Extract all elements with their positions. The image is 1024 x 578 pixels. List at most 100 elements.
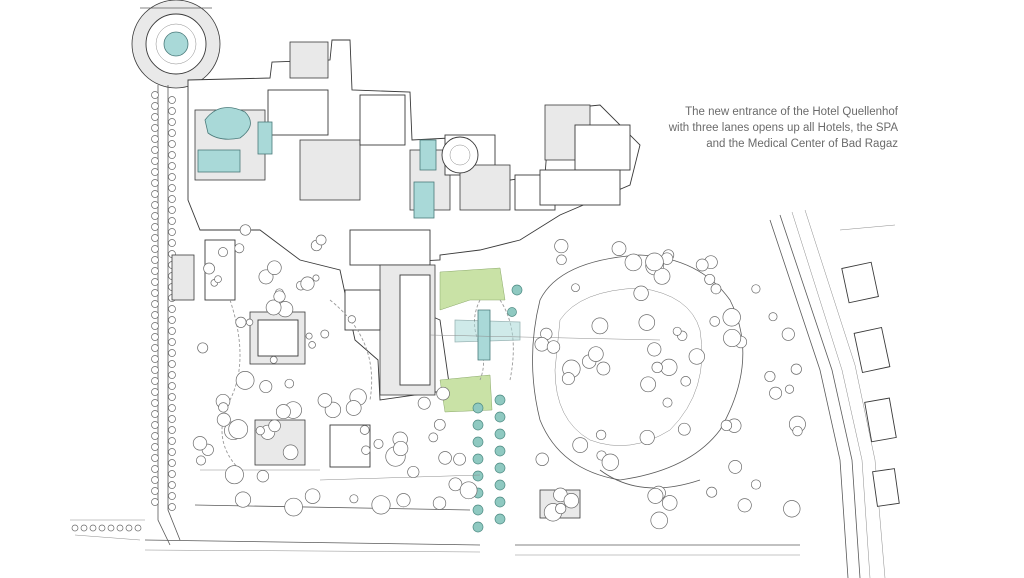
tree-symbol <box>151 476 159 484</box>
tree-symbol <box>168 107 176 115</box>
tree-symbol <box>304 488 321 504</box>
caption-line-1: The new entrance of the Hotel Quellenhof <box>685 106 898 118</box>
tree-symbol <box>282 444 299 461</box>
tree-symbol <box>639 429 655 446</box>
tree-symbol <box>312 274 320 282</box>
tree-symbol <box>151 465 159 473</box>
tree-symbol <box>168 459 176 467</box>
tree-symbol <box>677 422 691 436</box>
tree-symbol <box>245 318 254 326</box>
tree-symbol <box>192 436 208 451</box>
tree-symbol <box>556 254 567 266</box>
tree-symbol <box>494 496 506 508</box>
tree-symbol <box>235 371 255 390</box>
tree-symbol <box>688 348 705 365</box>
tree-symbol <box>151 91 159 99</box>
tree-symbol <box>151 366 159 374</box>
tree-symbol <box>494 462 506 474</box>
caption-line-2: with three lanes opens up all Hotels, th… <box>668 122 898 134</box>
tree-symbol <box>554 239 569 254</box>
tree-symbol <box>572 437 589 453</box>
tree-symbol <box>151 124 159 132</box>
tree-symbol <box>234 491 252 508</box>
tree-symbol <box>596 361 611 376</box>
garden-trees <box>192 224 478 517</box>
tree-symbol <box>647 342 662 357</box>
tree-symbol <box>168 206 176 214</box>
tree-symbol <box>168 96 176 104</box>
tree-symbol <box>407 465 420 479</box>
tree-symbol <box>151 355 159 363</box>
tree-symbol <box>315 234 327 246</box>
tree-symbol <box>151 223 159 231</box>
tree-symbol <box>151 234 159 242</box>
tree-symbol <box>453 452 466 466</box>
tree-symbol <box>168 349 176 357</box>
tree-symbol <box>151 399 159 407</box>
tree-symbol <box>308 341 316 349</box>
tree-symbol <box>80 524 88 532</box>
tree-symbol <box>151 190 159 198</box>
tree-symbol <box>650 511 668 530</box>
tree-symbol <box>645 252 664 272</box>
tree-symbol <box>151 377 159 385</box>
tree-symbol <box>428 432 439 443</box>
tree-symbol <box>305 332 313 340</box>
tree-symbol <box>472 521 484 533</box>
tree-symbol <box>239 224 252 236</box>
tree-symbol <box>168 426 176 434</box>
tree-symbol <box>768 312 778 322</box>
plan-caption: The new entrance of the Hotel Quellenhof… <box>640 104 898 152</box>
tree-symbol <box>555 503 567 515</box>
tree-symbol <box>168 129 176 137</box>
tree-symbol <box>511 284 523 296</box>
railway-corridor <box>769 209 900 578</box>
tree-symbol <box>591 317 609 335</box>
tree-symbol <box>116 524 124 532</box>
tree-symbol <box>781 327 795 341</box>
tree-symbol <box>720 419 733 432</box>
tree-symbol <box>168 327 176 335</box>
tree-symbol <box>89 524 97 532</box>
tree-symbol <box>494 513 506 525</box>
tree-symbol <box>472 453 484 465</box>
tree-symbol <box>151 267 159 275</box>
tree-symbol <box>651 361 663 374</box>
tree-symbol <box>273 290 286 303</box>
tree-symbol <box>151 322 159 330</box>
tree-symbol <box>107 524 115 532</box>
entrance-tree-allee <box>472 284 523 533</box>
tree-symbol <box>588 346 604 362</box>
tree-symbol <box>151 410 159 418</box>
tree-symbol <box>661 495 678 511</box>
tree-symbol <box>151 333 159 341</box>
tree-symbol <box>268 419 281 433</box>
tree-symbol <box>320 329 330 339</box>
tree-symbol <box>345 400 362 416</box>
tree-symbol <box>662 397 673 408</box>
tree-symbol <box>494 411 506 423</box>
tree-symbol <box>347 315 356 324</box>
tree-symbol <box>203 262 215 275</box>
tree-symbol <box>259 380 273 394</box>
tree-symbol <box>563 493 579 509</box>
tree-symbol <box>417 396 431 410</box>
tree-symbol <box>790 363 802 375</box>
tree-symbol <box>98 524 106 532</box>
tree-symbol <box>764 370 776 383</box>
tree-symbol <box>769 386 783 400</box>
tree-symbol <box>168 393 176 401</box>
tree-symbol <box>472 402 484 414</box>
tree-symbol <box>151 278 159 286</box>
tree-symbol <box>168 492 176 500</box>
tree-symbol <box>653 267 671 285</box>
tree-symbol <box>258 269 274 285</box>
tree-symbol <box>151 289 159 297</box>
tree-symbol <box>373 438 384 449</box>
tree-symbol <box>317 393 333 408</box>
tree-symbol <box>695 258 709 272</box>
tree-symbol <box>151 311 159 319</box>
tree-symbol <box>168 316 176 324</box>
tree-symbol <box>168 118 176 126</box>
